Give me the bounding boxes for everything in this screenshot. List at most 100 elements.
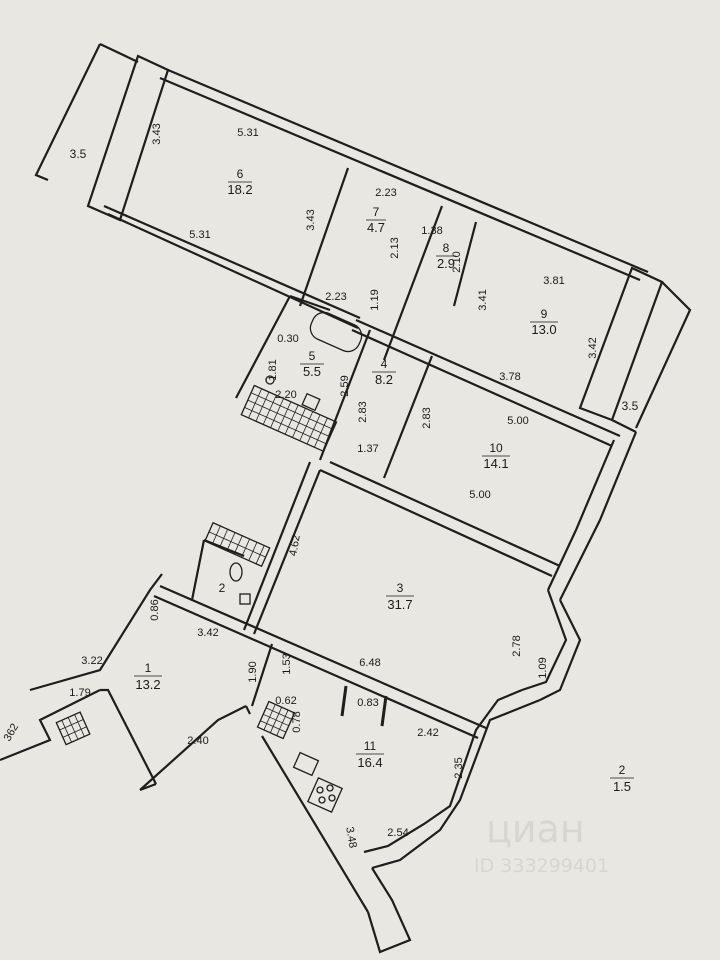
east-wall-inner: [547, 439, 616, 591]
bath-drain-icon: [265, 375, 275, 385]
wc-top-wall: [203, 538, 245, 558]
room-number: 9: [541, 307, 548, 321]
room-number: 11: [364, 739, 377, 753]
dimension: 3.42: [197, 627, 218, 639]
room10-bottom-wall: [329, 460, 561, 568]
dimension: 0.86: [149, 599, 161, 620]
interior-walls: [103, 167, 621, 740]
dimension: 3.81: [543, 275, 564, 287]
dimension: 3.48: [343, 826, 359, 849]
dimension: 4.62: [287, 534, 303, 557]
kitchen-corner: [245, 705, 251, 715]
dimension: 2.83: [421, 407, 433, 428]
room1-bottom-wall: [139, 705, 247, 791]
dimension: 1.79: [69, 687, 90, 699]
room-area: 18.2: [227, 182, 252, 197]
room-area: 5.5: [303, 364, 321, 379]
balcony-left-label: 3.5: [70, 147, 87, 161]
outer-walls: [0, 43, 692, 954]
left-balcony-outer-wall: [34, 43, 101, 182]
room-area: 4.7: [367, 220, 385, 235]
bath-east-wall: [318, 329, 372, 461]
room1-north-west: [29, 573, 163, 692]
stove-icon: [306, 776, 344, 814]
bay-window-upper: [539, 599, 582, 701]
dimension: 3.42: [587, 337, 599, 358]
room-number: 3: [397, 581, 404, 595]
room1-kitchen-top-wall: [159, 584, 487, 730]
east-wall: [559, 431, 638, 601]
room6-7-partition: [298, 167, 350, 307]
room-labels: 6 18.2 7 4.7 8 2.9 9 13.0 5 5.5 4 8.2: [70, 147, 639, 794]
room-number: 1: [145, 661, 152, 675]
dimension: 2.10: [451, 251, 463, 272]
room-11-label: 11 16.4: [356, 739, 384, 770]
watermark-id: ID 333299401: [474, 855, 609, 877]
dimension: 3.43: [305, 209, 317, 230]
room-7-label: 7 4.7: [366, 205, 386, 235]
hall-west-wall: [242, 461, 312, 631]
dimension: 0.83: [357, 697, 378, 709]
dimension: 2.42: [417, 727, 438, 739]
dimension: 1.38: [421, 225, 442, 237]
bay-window-lower-inner: [363, 688, 523, 854]
dimension: 2.13: [389, 237, 401, 258]
dimension: 5.31: [237, 127, 258, 139]
bath-tile-grid: [240, 384, 338, 453]
dimension: 1.81: [267, 359, 279, 380]
fixtures: [55, 311, 388, 814]
corridor-tile-grid: [55, 711, 91, 746]
room10-bottom-wall-inner: [319, 468, 553, 578]
room-number: 5: [309, 349, 316, 363]
dimension: 5.00: [469, 489, 490, 501]
room-area: 13.2: [135, 677, 160, 692]
kitchen-sink-icon: [292, 751, 320, 777]
room-area: 1.5: [613, 779, 631, 794]
room-number: 4: [381, 357, 388, 371]
bath-sink-icon: [301, 392, 321, 412]
room-number: 8: [443, 241, 450, 255]
bay-window-lower: [371, 698, 541, 870]
wc-sink-icon: [239, 593, 251, 605]
room-area: 14.1: [483, 456, 508, 471]
room7-8-partition: [382, 205, 444, 361]
room-area: 13.0: [531, 322, 556, 337]
room-number: 2: [619, 763, 626, 777]
room-4-label: 4 8.2: [372, 357, 396, 387]
room-9-label: 9 13.0: [530, 307, 558, 337]
room-2-label: 2 1.5: [610, 763, 634, 794]
dimension: 2.54: [387, 827, 408, 839]
dimension: 1.09: [537, 657, 549, 678]
dimension: 2.35: [453, 757, 465, 778]
dimension: 2.78: [511, 635, 523, 656]
watermark: циан ID 333299401: [474, 807, 609, 877]
south-wall-end: [366, 867, 412, 954]
room-10-label: 10 14.1: [482, 441, 510, 471]
room-8-label: 8 2.9: [436, 241, 456, 271]
bathtub: [309, 311, 363, 353]
kitchen-counter-mark: [340, 685, 348, 717]
dimension-labels: 3.43 5.31 3.43 5.31 2.23 2.13 1.38 2.10 …: [2, 123, 599, 849]
dimension: 2.59: [339, 375, 351, 396]
room-3-label: 3 31.7: [386, 581, 414, 612]
dimension: 2.83: [357, 401, 369, 422]
dimension: 0.62: [275, 695, 296, 707]
room-1-label: 1 13.2: [134, 661, 162, 692]
dimension: 0.30: [277, 333, 298, 345]
wc-west-wall: [190, 539, 206, 601]
room-number: 6: [237, 167, 244, 181]
room-5-label: 5 5.5: [300, 349, 324, 379]
kitchen-tile-grid: [256, 700, 296, 740]
dimension: 3.41: [477, 289, 489, 310]
room1-kitchen-top-wall-inner: [153, 594, 479, 740]
room1-kitchen-partition: [250, 643, 274, 707]
dimension: 5.31: [189, 229, 210, 241]
dimension: 2.20: [275, 389, 296, 401]
dimension: 3.43: [151, 123, 163, 144]
room-number: 7: [373, 205, 380, 219]
bath-west-wall: [235, 295, 291, 399]
room6-bottom-wall: [103, 204, 361, 320]
